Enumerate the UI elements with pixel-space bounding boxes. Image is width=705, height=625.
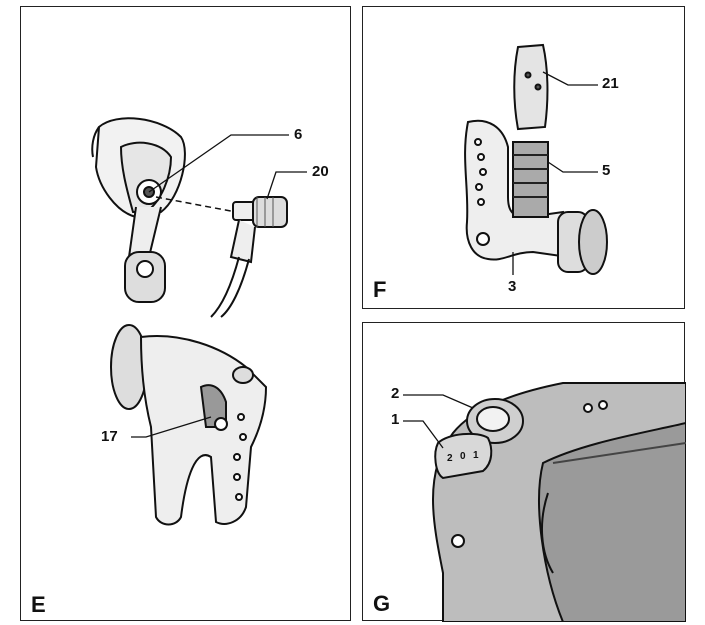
callout-17: 17 bbox=[101, 428, 118, 445]
leader-20 bbox=[266, 171, 307, 200]
leader-5 bbox=[547, 161, 598, 173]
button-mark-0: 0 bbox=[460, 451, 466, 462]
leader-1 bbox=[403, 420, 444, 449]
callout-1: 1 bbox=[391, 411, 400, 428]
panel-f-illustration bbox=[464, 43, 608, 275]
panel-letter-f: F bbox=[373, 277, 387, 302]
panel-letter-e: E bbox=[31, 592, 46, 617]
button-mark-2: 2 bbox=[447, 453, 453, 464]
panel-e: 6 20 17 E bbox=[20, 6, 351, 621]
leader-21 bbox=[542, 71, 598, 86]
control-buttons-icon: 2 0 1 bbox=[432, 382, 686, 622]
callout-5: 5 bbox=[602, 162, 611, 179]
callout-21: 21 bbox=[602, 75, 619, 92]
grip-handle-icon bbox=[110, 324, 268, 526]
callout-6: 6 bbox=[294, 126, 303, 143]
leader-17 bbox=[131, 416, 212, 438]
handle-assembly-icon bbox=[464, 43, 608, 275]
callout-20: 20 bbox=[312, 163, 329, 180]
device-top-view bbox=[91, 117, 186, 303]
connector-plug-icon bbox=[210, 196, 288, 318]
alignment-line bbox=[155, 196, 237, 213]
leader-6 bbox=[148, 134, 289, 193]
panel-e-illustration bbox=[91, 117, 307, 526]
leader-2 bbox=[403, 394, 474, 409]
panel-g: 2 0 1 2 1 G bbox=[362, 322, 686, 622]
callout-3: 3 bbox=[508, 278, 517, 295]
panel-g-illustration: 2 0 1 bbox=[403, 382, 686, 622]
panel-letter-g: G bbox=[373, 591, 391, 616]
button-mark-1: 1 bbox=[473, 450, 479, 461]
callout-2: 2 bbox=[391, 385, 400, 402]
panel-f: 21 5 3 F bbox=[362, 6, 685, 309]
